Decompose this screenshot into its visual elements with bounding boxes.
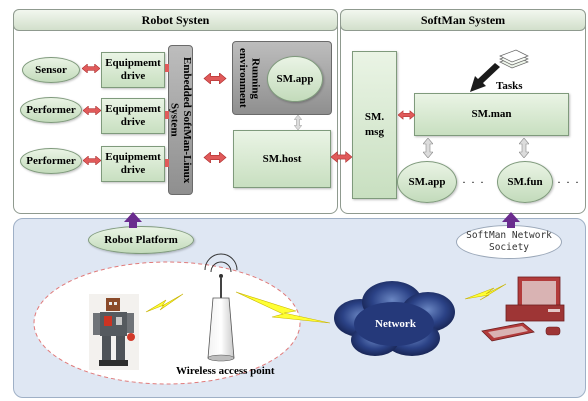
- equipment-drive-1: Equipmemt drive: [101, 52, 165, 88]
- robot-image: [89, 294, 139, 370]
- tasks-pointer-arrow: [470, 63, 500, 92]
- drive2-os-link: [165, 111, 169, 119]
- sm-fun-node: SM.fun: [497, 161, 553, 203]
- performer-node-1: Performer: [20, 97, 82, 123]
- man-app-arrow: [423, 138, 433, 158]
- softman-system-title: SoftMan System: [340, 9, 586, 31]
- robot-platform-up-arrow: [124, 212, 142, 228]
- embedded-softman-linux-block: Embedded SoftMan-Linux System: [168, 45, 193, 195]
- performer-node-2: Performer: [20, 148, 82, 174]
- softman-sm-app-node: SM.app: [397, 161, 457, 203]
- msg-man-arrow: [398, 110, 415, 120]
- network-label: Network: [375, 318, 417, 330]
- robot-system-title: Robot Systen: [13, 9, 338, 31]
- host-msg-arrow: [331, 151, 352, 163]
- sm-man-node: SM.man: [414, 93, 569, 136]
- sm-host-node: SM.host: [233, 130, 331, 188]
- robot-platform-node: Robot Platform: [88, 226, 194, 254]
- sm-app-ellipsis: · · ·: [462, 175, 485, 189]
- man-fun-arrow: [519, 138, 529, 158]
- society-up-arrow: [502, 212, 520, 228]
- tasks-icon: [499, 49, 529, 69]
- equipment-drive-2: Equipmemt drive: [101, 98, 165, 134]
- drive1-os-link: [165, 64, 169, 72]
- network-cloud-icon: [334, 281, 455, 356]
- robot-sm-app-node: SM.app: [267, 56, 323, 102]
- computer-icon: [481, 276, 565, 342]
- performer1-drive-arrow: [83, 106, 101, 115]
- sm-msg-label: SM. msg: [364, 110, 385, 138]
- robot-wireless-bolt: [145, 293, 184, 313]
- equipment-drive-3: Equipmemt drive: [101, 146, 165, 182]
- env-host-arrow: [293, 115, 303, 130]
- wireless-access-point-label: Wireless access point: [176, 365, 275, 377]
- sensor-drive-arrow: [82, 64, 100, 73]
- sensor-node: Sensor: [22, 57, 80, 83]
- os-env-arrow: [203, 73, 227, 84]
- tasks-label: Tasks: [496, 80, 523, 92]
- performer2-drive-arrow: [83, 156, 101, 165]
- drive3-os-link: [165, 159, 169, 167]
- wireless-access-point-icon: [204, 253, 238, 362]
- sm-msg-node: SM. msg: [352, 51, 397, 199]
- computer-network-bolt: [464, 283, 507, 301]
- os-host-arrow: [203, 152, 227, 163]
- sm-fun-ellipsis: · · ·: [557, 175, 580, 189]
- running-environment-label: Running environment: [237, 48, 262, 108]
- softman-network-society-node: SoftMan Network Society: [456, 225, 562, 259]
- wireless-network-bolt: [235, 291, 331, 324]
